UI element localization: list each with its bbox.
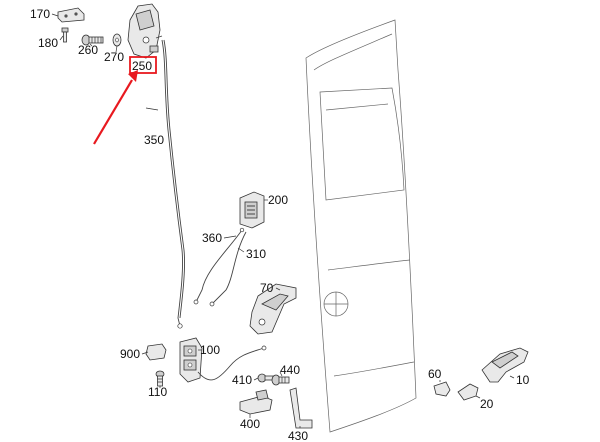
callout-200: 200 [268,193,288,207]
callout-180: 180 [38,36,58,50]
part-350-rod [161,39,183,327]
callout-100: 100 [200,343,220,357]
part-360-310-linkage [193,227,247,307]
lower-lock-rod [197,347,265,381]
callout-250: 250 [132,59,152,73]
callout-10: 10 [516,373,530,387]
callout-110: 110 [148,385,167,399]
part-410-screw [257,373,274,383]
callout-70: 70 [260,281,274,295]
highlight-250 [93,56,157,145]
part-430-bracket [289,387,313,429]
callout-170: 170 [30,7,50,21]
callout-20: 20 [480,397,494,411]
leader-lines [51,13,515,428]
callout-260: 260 [78,43,98,57]
callout-270: 270 [104,50,124,64]
callout-labels: 170 180 260 270 250 350 200 360 310 70 9… [30,7,530,442]
part-270-washer [112,33,122,47]
part-110-screw [155,370,165,387]
highlight-box [129,56,157,74]
part-440-bolt [271,374,290,386]
part-400-striker [239,389,273,415]
rear-door-outline [305,19,417,433]
callout-430: 430 [288,429,308,442]
highlight-arrow-icon [93,79,133,145]
part-200-inner-handle [239,191,265,229]
callout-60: 60 [428,367,442,381]
part-60-cover [433,381,451,397]
part-10-outer-handle [481,347,529,383]
callout-350: 350 [144,133,164,147]
part-100-lower-lock [179,337,203,383]
callout-410: 410 [232,373,252,387]
part-900-cover [145,343,167,361]
part-250-upper-lock [127,3,163,59]
part-70-handle-carrier [249,283,297,335]
callout-400: 400 [240,417,260,431]
callout-440: 440 [280,363,300,377]
part-260-bolt [81,34,104,46]
part-180-screw [61,27,69,43]
part-170-bracket [57,7,85,23]
callout-310: 310 [246,247,266,261]
callout-360: 360 [202,231,222,245]
part-20-handle-cap [457,383,479,401]
callout-900: 900 [120,347,140,361]
